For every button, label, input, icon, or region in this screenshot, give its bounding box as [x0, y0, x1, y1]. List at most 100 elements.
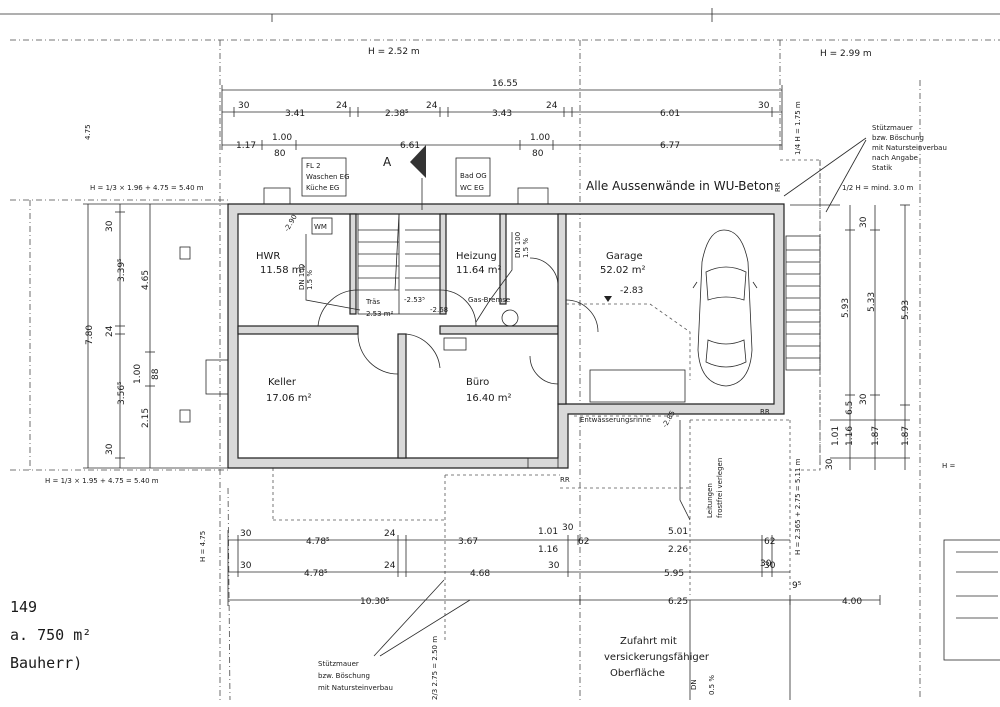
dim-label: 62 — [578, 537, 589, 547]
dim-label: 4.00 — [842, 597, 862, 607]
box-line: FL 2 — [306, 162, 321, 170]
height-right-top: 1/4 H = 1.75 m — [794, 101, 802, 155]
dim-label: 30 — [105, 220, 115, 232]
height-bottom-vertical: 2/3 2.75 = 2.50 m — [431, 636, 439, 700]
dim-label: 1.00 — [530, 133, 550, 143]
note-owner: Bauherr) — [10, 654, 82, 672]
room-hwr: HWR 11.58 m² — [256, 251, 306, 276]
dim-label: 30 — [825, 458, 835, 470]
note-line: Stützmauer — [872, 124, 913, 132]
retaining-wall-note-top: Stützmauer bzw. Böschung mit Natursteinv… — [783, 124, 947, 213]
height-far-right: H = — [942, 462, 955, 470]
room-name: Garage — [606, 251, 643, 262]
handwritten-notes: 149 a. 750 m² Bauherr) — [10, 598, 91, 672]
note-line: mit Natursteinverbau — [318, 684, 393, 692]
dim-label: 2.15 — [141, 408, 151, 428]
height-top-right: H = 2.99 m — [820, 49, 872, 59]
height-right-min: 1/2 H = mind. 3.0 m — [842, 184, 914, 192]
level-label: -2.68 — [430, 306, 448, 314]
dim-label: 80 — [274, 149, 286, 159]
walls-note: Alle Aussenwände in WU-Beton — [586, 179, 774, 193]
window-symbol — [179, 409, 191, 423]
dim-label: 5.01 — [668, 527, 688, 537]
dim-label: 4.78⁵ — [304, 569, 328, 579]
room-traes: Träs 2.53 m² — [365, 298, 394, 318]
window-symbol — [179, 246, 191, 260]
dim-label: 5.33 — [867, 292, 877, 312]
room-garage: Garage 52.02 m² -2.83 — [600, 251, 646, 302]
height-left-lower: H = 4.75 — [199, 531, 207, 562]
dim-label: 1.01 — [831, 426, 841, 446]
dim-label: 3.41 — [285, 109, 305, 119]
left-dimensions: 30 3.39⁵ 4.65 7.80 24 1.00 88 3.56⁵ 2.15… — [83, 203, 228, 469]
dim-label: 4.68 — [470, 569, 490, 579]
dim-label: 30 — [238, 101, 250, 111]
dim-label: 5.93 — [841, 298, 851, 318]
note-line: Stützmauer — [318, 660, 359, 668]
rooms: HWR 11.58 m² Heizung 11.64 m² Garage 52.… — [256, 251, 646, 404]
top-heights: H = 2.52 m H = 2.99 m H = 1/3 × 1.96 + 4… — [45, 47, 955, 700]
retaining-wall-note-bottom: Stützmauer bzw. Böschung mit Natursteinv… — [318, 579, 471, 692]
dim-label: 6.61 — [400, 141, 420, 151]
pipes-label: Leitungen — [706, 483, 714, 518]
height-left-top: 4.75 — [84, 124, 92, 140]
note-line: Oberfläche — [610, 668, 665, 679]
dim-label: 24 — [384, 561, 396, 571]
dn-label: 0.5 % — [708, 675, 716, 695]
dim-label: 3.67 — [458, 537, 478, 547]
room-level: -2.83 — [620, 286, 643, 296]
height-left-wall: H = 1/3 × 1.96 + 4.75 = 5.40 m — [90, 184, 204, 192]
dim-label: 30 — [760, 559, 772, 569]
note-number: 149 — [10, 598, 37, 616]
level-label: -2.53⁵ — [404, 296, 425, 304]
pipes-label: frostfrei verlegen — [716, 458, 724, 518]
room-area: 52.02 m² — [600, 265, 646, 276]
dim-label: 2.26 — [668, 545, 688, 555]
dim-total-width: 16.55 — [492, 79, 518, 89]
rr-marker: RR — [760, 408, 770, 416]
dim-label: 30 — [240, 561, 252, 571]
dim-label: 5.93 — [901, 300, 911, 320]
dim-label: 3.43 — [492, 109, 512, 119]
dim-label: 30 — [764, 561, 776, 571]
room-heizung: Heizung 11.64 m² — [456, 251, 502, 276]
height-right-side: H = 2.365 + 2.75 = 5.11 m — [794, 458, 802, 555]
note-line: nach Angabe — [872, 154, 918, 162]
dim-label: 6.5 — [845, 401, 855, 415]
room-area: 17.06 m² — [266, 393, 312, 404]
room-buero: Büro 16.40 m² — [466, 377, 512, 404]
dim-label: 4.78⁵ — [306, 537, 330, 547]
room-name: Heizung — [456, 251, 497, 262]
dim-label: 30 — [859, 216, 869, 228]
dn-label: 1.5 % — [522, 238, 530, 258]
note-line: versickerungsfähiger — [604, 652, 710, 663]
dim-label: 80 — [532, 149, 544, 159]
dn-label: DN — [690, 679, 698, 690]
dn-label: 1.5 % — [306, 270, 314, 290]
dim-label: 88 — [151, 368, 161, 380]
dim-label: 10.30⁵ — [360, 597, 390, 607]
section-label: A — [383, 155, 392, 169]
height-left-bottom: H = 1/3 × 1.95 + 4.75 = 5.40 m — [45, 477, 159, 485]
building: WM — [205, 187, 821, 469]
dim-label: 3.39⁵ — [117, 258, 127, 282]
rr-marker: RR — [560, 476, 570, 484]
note-line: Zufahrt mit — [620, 636, 677, 647]
drain-label: Entwässerungsrinne — [580, 416, 651, 424]
dim-label: 1.17 — [236, 141, 256, 151]
dim-label: 1.16 — [845, 426, 855, 446]
bottom-dimensions: 30 4.78⁵ 24 3.67 1.01 1.16 30 62 5.01 2.… — [227, 523, 881, 607]
gas-label: Gas-Bremse — [468, 296, 510, 304]
car-icon — [692, 229, 758, 387]
dim-label: 24 — [546, 101, 558, 111]
shaft-box-1: FL 2 Waschen EG Küche EG — [301, 157, 350, 197]
box-line: WC EG — [460, 184, 484, 192]
dn-label: DN 100 — [514, 232, 522, 258]
box-line: Bad OG — [460, 172, 487, 180]
legend-box — [943, 539, 1000, 661]
note-area: a. 750 m² — [10, 626, 91, 644]
dn-label: DN 100 — [298, 264, 306, 290]
box-line: Küche EG — [306, 184, 339, 192]
dim-label: 3.56⁵ — [117, 381, 127, 405]
